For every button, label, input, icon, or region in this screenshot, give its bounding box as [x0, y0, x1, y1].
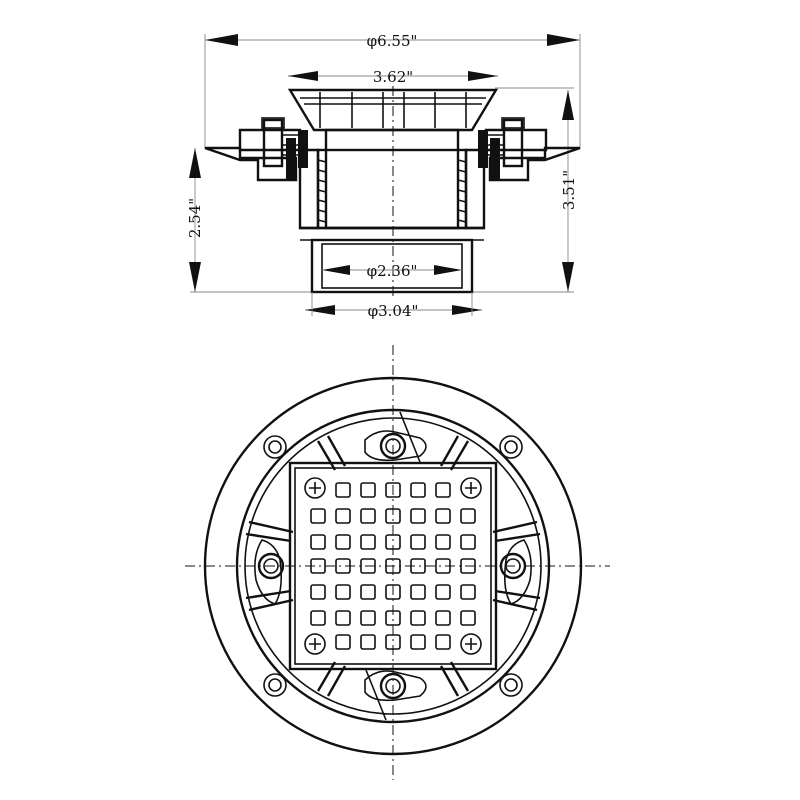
inner-body-ring	[235, 408, 551, 724]
dimension-label-outlet-outer: φ3.04"	[368, 302, 419, 320]
grate-slot	[460, 534, 476, 550]
grate-slot	[335, 482, 351, 498]
grate-slot	[460, 610, 476, 626]
grate-slot	[360, 482, 376, 498]
grate-slot	[385, 558, 401, 574]
grate-slot	[385, 584, 401, 600]
plan-view	[185, 345, 610, 780]
dimension-label-strainer-width: 3.62"	[373, 68, 413, 86]
grate-slot	[310, 584, 326, 600]
grate-slot	[360, 584, 376, 600]
dimension-label-overall-height: 3.51"	[560, 170, 578, 210]
grate-slot	[460, 558, 476, 574]
grate-slot	[360, 634, 376, 650]
grate-slot	[335, 610, 351, 626]
grate-slot	[335, 584, 351, 600]
dimension-outlet-inner: φ2.36"	[322, 262, 462, 280]
thread-marks	[317, 159, 467, 223]
dimension-label-outlet-inner: φ2.36"	[367, 262, 418, 280]
flange-holes	[263, 435, 523, 697]
grate-slots	[310, 482, 476, 650]
dimension-label-overall-diameter: φ6.55"	[367, 32, 418, 50]
grate-slot	[460, 584, 476, 600]
drain-body-section	[204, 86, 581, 300]
grate-slot	[310, 534, 326, 550]
grate-slot	[435, 634, 451, 650]
dimension-strainer-width: 3.62"	[288, 68, 498, 86]
grate-slot	[360, 610, 376, 626]
square-strainer-grate	[288, 461, 498, 671]
grate-slot	[410, 634, 426, 650]
grate-slot	[335, 558, 351, 574]
grate-slot	[410, 534, 426, 550]
dimension-overall-width: φ6.55"	[204, 32, 581, 148]
grate-slot	[435, 584, 451, 600]
grate-slot	[310, 508, 326, 524]
grate-slot	[385, 534, 401, 550]
grate-slot	[360, 558, 376, 574]
side-elevation-view: φ6.55" 3.62" 2.54" 3.51"	[186, 32, 581, 320]
grate-slot	[435, 610, 451, 626]
dimension-outlet-outer: φ3.04"	[305, 292, 482, 320]
radial-ribs	[245, 411, 541, 721]
grate-slot	[385, 610, 401, 626]
grate-slot	[385, 634, 401, 650]
grate-slot	[360, 508, 376, 524]
grate-slot	[310, 610, 326, 626]
grate-slot	[435, 534, 451, 550]
outer-flange-ring	[203, 376, 583, 756]
grate-slot	[335, 634, 351, 650]
grate-slot	[360, 534, 376, 550]
grate-slot	[335, 508, 351, 524]
grate-slot	[410, 482, 426, 498]
grate-slot	[310, 558, 326, 574]
grate-slot	[410, 558, 426, 574]
grate-slot	[385, 508, 401, 524]
dimension-label-body-height: 2.54"	[186, 198, 204, 238]
grate-slot	[410, 508, 426, 524]
dimension-body-height: 2.54"	[186, 148, 312, 293]
grate-slot	[410, 584, 426, 600]
dimension-overall-height: 3.51"	[470, 87, 578, 293]
grate-slot	[435, 482, 451, 498]
grate-slot	[435, 558, 451, 574]
grate-slot	[335, 534, 351, 550]
grate-slot	[410, 610, 426, 626]
grate-slot	[435, 508, 451, 524]
grate-slot	[385, 482, 401, 498]
clamp-bolts	[254, 430, 532, 702]
grate-slot	[460, 508, 476, 524]
grate-screws	[304, 477, 482, 655]
